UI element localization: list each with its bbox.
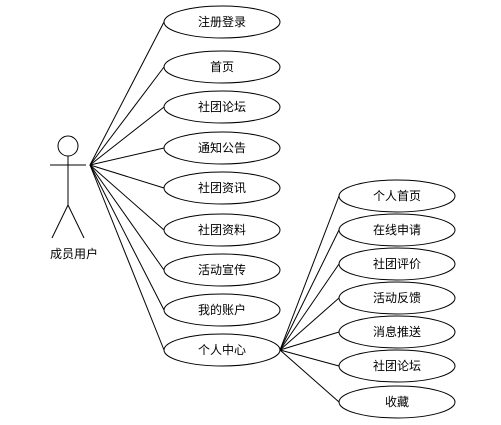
association-personal-center bbox=[89, 164, 165, 351]
actor-associations bbox=[89, 21, 165, 351]
use-case-ellipse[interactable] bbox=[163, 213, 281, 247]
use-case-label: 社团论坛 bbox=[198, 99, 246, 114]
actor-figure bbox=[50, 135, 86, 239]
use-case-sub-forum[interactable]: 社团论坛 bbox=[338, 349, 456, 383]
use-case-label: 在线申请 bbox=[373, 223, 421, 237]
use-case-ellipse[interactable] bbox=[163, 293, 281, 327]
use-case-ellipse[interactable] bbox=[163, 131, 281, 165]
use-case-personal-home[interactable]: 个人首页 bbox=[338, 179, 456, 213]
use-case-ellipse[interactable] bbox=[338, 385, 456, 419]
association-promotion bbox=[89, 164, 165, 271]
use-case-ellipse[interactable] bbox=[163, 50, 281, 84]
use-case-label: 我的账户 bbox=[198, 302, 246, 317]
use-case-personal-center[interactable]: 个人中心 bbox=[163, 333, 281, 367]
use-case-label: 社团资讯 bbox=[198, 180, 246, 195]
use-case-ellipse[interactable] bbox=[163, 333, 281, 367]
use-case-label: 社团资料 bbox=[198, 222, 246, 237]
actor-leg-right bbox=[67, 204, 85, 239]
use-case-ellipse[interactable] bbox=[338, 247, 456, 281]
actor-leg-left bbox=[51, 204, 69, 239]
use-case-ellipse[interactable] bbox=[338, 315, 456, 349]
use-case-label: 通知公告 bbox=[198, 141, 246, 155]
use-case-favorites[interactable]: 收藏 bbox=[338, 385, 456, 419]
use-case-message-push[interactable]: 消息推送 bbox=[338, 315, 456, 349]
association-club-review bbox=[279, 263, 340, 351]
actor-label: 成员用户 bbox=[50, 246, 98, 261]
use-case-label: 个人首页 bbox=[373, 189, 421, 203]
use-case-news[interactable]: 社团资讯 bbox=[163, 171, 281, 205]
association-register bbox=[89, 21, 165, 166]
association-materials bbox=[89, 164, 165, 231]
association-forum bbox=[89, 106, 165, 166]
use-case-label: 社团评价 bbox=[373, 256, 421, 271]
use-case-register[interactable]: 注册登录 bbox=[163, 5, 281, 39]
use-case-ellipse[interactable] bbox=[163, 253, 281, 287]
use-case-promotion[interactable]: 活动宣传 bbox=[163, 253, 281, 287]
use-case-label: 社团论坛 bbox=[373, 358, 421, 373]
use-case-ellipse[interactable] bbox=[163, 5, 281, 39]
use-case-label: 个人中心 bbox=[198, 342, 246, 357]
use-case-label: 收藏 bbox=[385, 395, 409, 409]
use-case-activity-feedback[interactable]: 活动反馈 bbox=[338, 281, 456, 315]
use-case-label: 活动宣传 bbox=[198, 262, 246, 277]
use-case-materials[interactable]: 社团资料 bbox=[163, 213, 281, 247]
use-case-ellipse[interactable] bbox=[338, 281, 456, 315]
use-case-label: 消息推送 bbox=[373, 324, 421, 339]
association-news bbox=[89, 164, 165, 189]
use-case-notice[interactable]: 通知公告 bbox=[163, 131, 281, 165]
association-personal-home bbox=[279, 195, 340, 351]
actor-head bbox=[57, 135, 79, 157]
use-case-ellipse[interactable] bbox=[163, 90, 281, 124]
use-case-ellipse[interactable] bbox=[338, 349, 456, 383]
use-case-forum[interactable]: 社团论坛 bbox=[163, 90, 281, 124]
use-case-ellipse[interactable] bbox=[163, 171, 281, 205]
use-case-ellipse[interactable] bbox=[338, 213, 456, 247]
association-favorites bbox=[279, 349, 340, 403]
use-case-account[interactable]: 我的账户 bbox=[163, 293, 281, 327]
use-case-club-review[interactable]: 社团评价 bbox=[338, 247, 456, 281]
association-online-apply bbox=[279, 229, 340, 351]
personal-center-associations bbox=[279, 195, 340, 403]
association-activity-feedback bbox=[279, 297, 340, 351]
association-notice bbox=[89, 147, 165, 166]
use-case-label: 活动反馈 bbox=[373, 291, 421, 305]
use-case-label: 首页 bbox=[210, 60, 234, 74]
use-case-home[interactable]: 首页 bbox=[163, 50, 281, 84]
association-sub-forum bbox=[279, 349, 340, 367]
association-message-push bbox=[279, 331, 340, 351]
use-case-label: 注册登录 bbox=[198, 14, 246, 29]
association-account bbox=[89, 164, 165, 311]
use-case-online-apply[interactable]: 在线申请 bbox=[338, 213, 456, 247]
association-home bbox=[89, 66, 165, 166]
use-case-ellipse[interactable] bbox=[338, 179, 456, 213]
